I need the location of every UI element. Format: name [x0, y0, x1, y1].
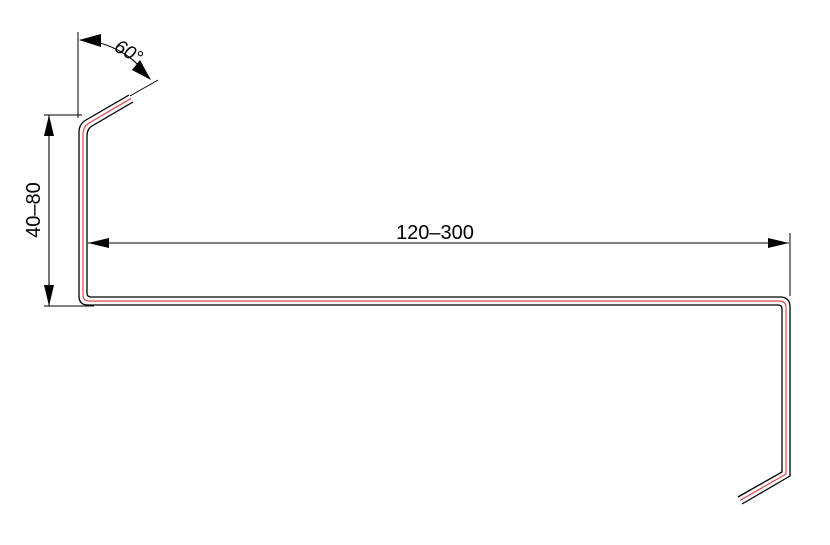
- width-arrow-right: [768, 238, 789, 248]
- height-dimension: 40–80: [23, 114, 94, 307]
- angle-arrow-end: [132, 60, 151, 80]
- angle-arrow-start: [79, 34, 101, 47]
- angle-extension-line: [129, 79, 159, 97]
- profile-centerline: [82, 97, 787, 502]
- height-label: 40–80: [23, 182, 45, 238]
- height-arrow-bottom: [44, 285, 54, 306]
- width-dimension: 120–300: [88, 222, 791, 296]
- profile-edge-inner: [86, 101, 791, 505]
- angle-dimension: 60°: [77, 32, 159, 118]
- width-arrow-left: [88, 238, 109, 248]
- sheet-profile: [78, 94, 791, 505]
- width-label: 120–300: [396, 222, 474, 244]
- height-arrow-top: [44, 115, 54, 136]
- profile-edge-outer: [78, 94, 783, 498]
